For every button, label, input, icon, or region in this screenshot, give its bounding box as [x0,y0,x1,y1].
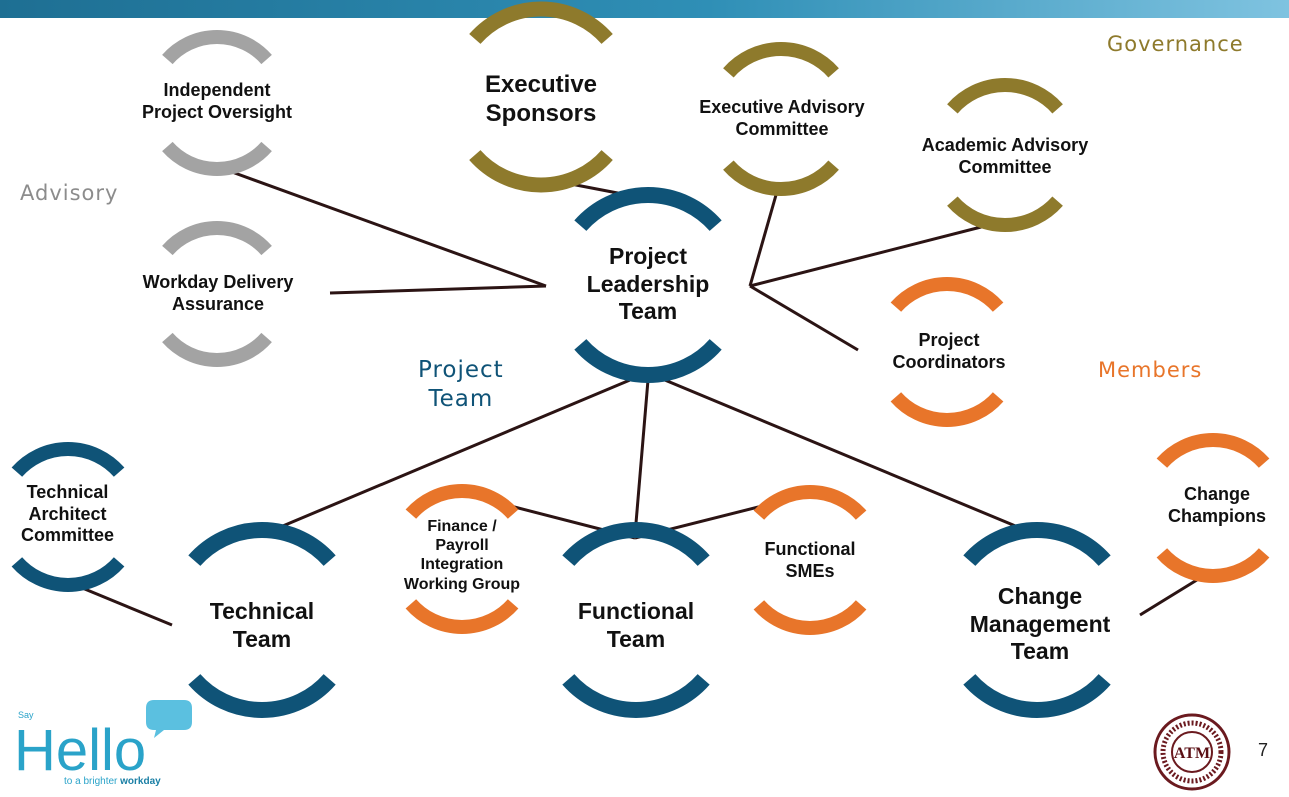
ring-technical-architect-committee [11,442,125,592]
section-project-team: Project Team [418,357,504,412]
ring-technical-team [188,522,336,718]
speech-bubble-icon [146,700,192,738]
node-change-management-team: Change Management Team [969,583,1111,665]
ring-academic-advisory-committee [947,78,1063,232]
section-governance: Governance [1107,32,1244,56]
ring-independent-project-oversight [162,30,272,176]
node-project-coordinators: Project Coordinators [892,330,1006,372]
node-technical-architect-committee: Technical Architect Committee [20,482,114,546]
ring-functional-smes [753,485,867,635]
section-advisory: Advisory [20,181,119,205]
top-banner [0,0,1289,18]
node-functional-smes: Functional SMEs [764,539,856,581]
ring-project-coordinators [890,277,1004,427]
connector-architect-technical [74,583,173,627]
connector-hub-coordinators [749,284,859,352]
connector-leadership-technical [277,378,631,530]
ring-executive-sponsors [469,1,613,193]
logo-tagline: to a brighter workday [64,776,161,787]
node-functional-team: Functional Team [577,598,695,652]
logo-say: Say [18,710,34,720]
node-academic-advisory-committee: Academic Advisory Committee [921,135,1089,177]
ring-workday-delivery-assurance [162,221,272,367]
connector-champions-change [1139,573,1206,617]
ring-functional-team [562,522,710,718]
connector-assurance-leadership [329,284,547,295]
seal-text: ATM [1174,745,1210,762]
ring-finance-payroll-integration [405,484,519,634]
connector-execadvisory-hub [748,187,780,287]
connector-oversight-leadership [231,170,547,288]
connector-leadership-change [659,376,1026,532]
node-executive-advisory-committee: Executive Advisory Committee [699,97,865,139]
node-workday-delivery-assurance: Workday Delivery Assurance [142,272,294,314]
connector-academic-hub [749,224,986,288]
university-seal-logo: ATM [1152,712,1232,792]
node-executive-sponsors: Executive Sponsors [484,71,598,127]
logo-hello: Hello [14,718,146,783]
ring-change-champions [1156,433,1270,583]
node-finance-payroll-integration: Finance / Payroll Integration Working Gr… [403,518,521,593]
page-number: 7 [1258,740,1269,760]
node-independent-project-oversight: Independent Project Oversight [141,80,293,122]
connector-leadership-functional [633,379,650,536]
node-technical-team: Technical Team [209,598,315,652]
section-members: Members [1098,358,1203,382]
say-hello-logo-graphic: Say Hello to a brighter workday [14,700,192,787]
node-project-leadership-team: Project Leadership Team [586,243,710,325]
ring-executive-advisory-committee [723,42,839,196]
node-change-champions: Change Champions [1167,484,1266,526]
ring-project-leadership-team [574,187,722,383]
ring-change-management-team [963,522,1111,718]
say-hello-logo: Say Hello to a brighter workday [14,700,214,790]
